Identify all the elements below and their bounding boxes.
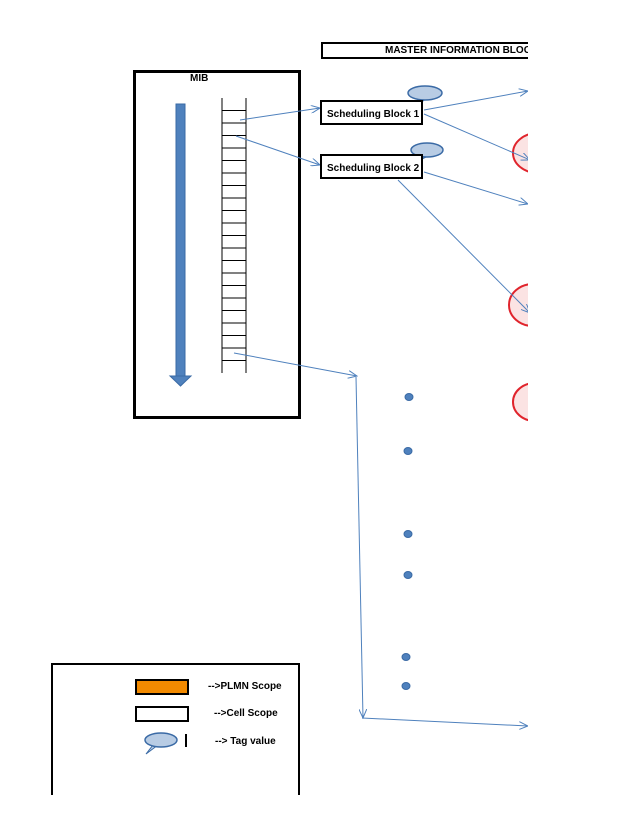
scope-circle-1: [512, 133, 528, 173]
legend-plmn-swatch: [135, 679, 189, 695]
mib-box: MIB: [133, 70, 301, 419]
bullet-points: [401, 393, 414, 690]
scheduling-block-1-label: Scheduling Block 1: [327, 109, 420, 120]
mib-label: MIB: [190, 73, 209, 84]
scope-circle-2: [508, 283, 528, 327]
bullet-point: [403, 571, 413, 579]
scope-circles: [508, 133, 528, 422]
mib-ladder: [221, 98, 247, 373]
legend-cell-swatch: [135, 706, 189, 722]
bullet-point: [404, 393, 414, 401]
scheduling-block-1: Scheduling Block 1: [320, 100, 423, 125]
connector-arrows: [233, 91, 528, 726]
bullet-point: [403, 447, 413, 455]
legend: -->PLMN Scope -->Cell Scope --> Tag valu…: [51, 663, 300, 795]
big-down-arrow: [168, 103, 193, 387]
bullet-point: [401, 682, 411, 690]
master-information-block-title: MASTER INFORMATION BLOCK: [321, 42, 528, 59]
diagram-overlay: [144, 85, 528, 755]
scheduling-block-2-label: Scheduling Block 2: [327, 163, 420, 174]
legend-plmn-label: -->PLMN Scope: [208, 681, 282, 692]
scope-circle-3: [512, 382, 528, 422]
bullet-point: [401, 653, 411, 661]
legend-tag-label: --> Tag value: [215, 736, 276, 747]
scheduling-block-2: Scheduling Block 2: [320, 154, 423, 179]
diagram-canvas: MASTER INFORMATION BLOCK MIB: [51, 42, 528, 795]
legend-tag-icon: [144, 732, 187, 755]
title-text: MASTER INFORMATION BLOCK: [385, 45, 528, 56]
bullet-point: [403, 530, 413, 538]
legend-cell-label: -->Cell Scope: [214, 708, 278, 719]
